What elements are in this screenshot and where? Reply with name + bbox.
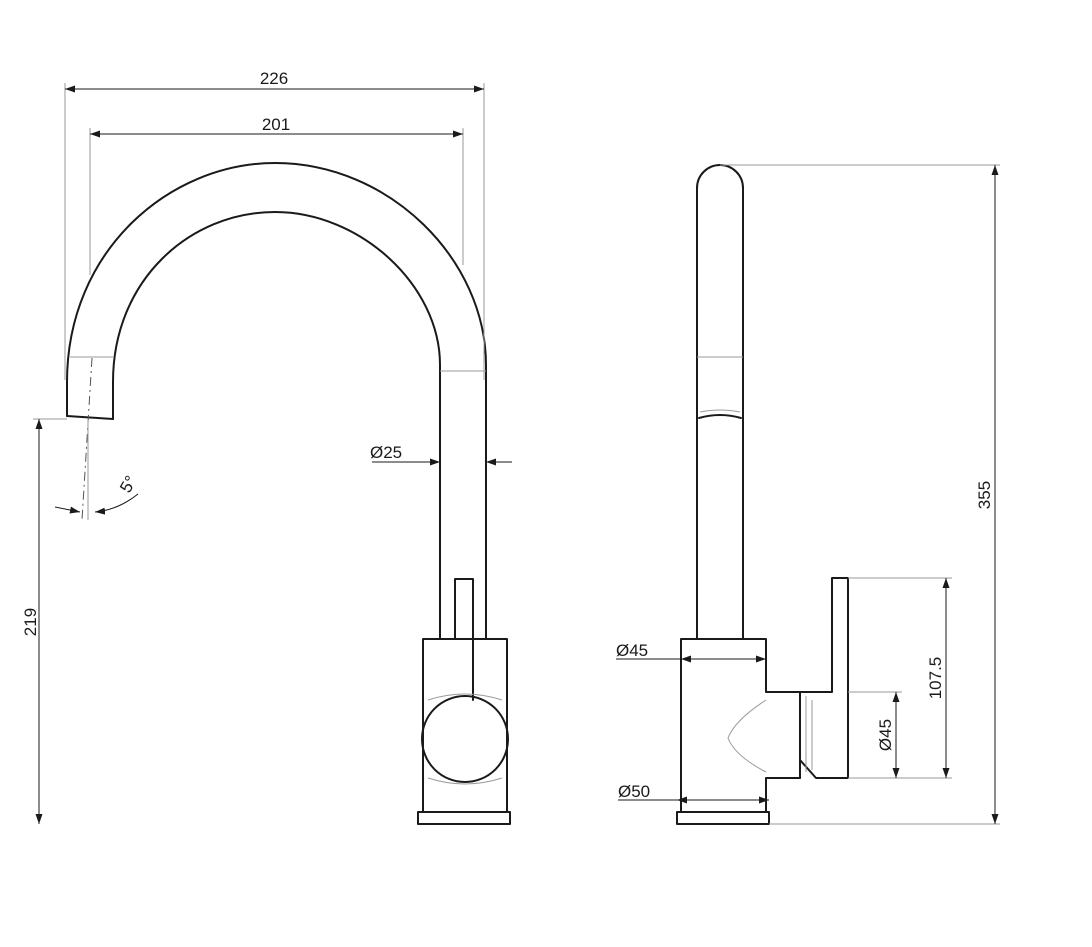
dim-overall-height: 355 xyxy=(720,164,1000,825)
dim-label-base-d50: Ø50 xyxy=(618,782,650,801)
dim-label-5deg: 5° xyxy=(116,472,141,496)
dim-label-body-d45: Ø45 xyxy=(616,641,648,660)
dim-lever-height: 107.5 xyxy=(848,577,952,779)
front-view: 226 201 Ø25 5° 219 xyxy=(21,69,512,825)
side-body xyxy=(676,577,849,825)
dim-label-handle-d45: Ø45 xyxy=(876,719,895,751)
dim-body-diameter: Ø45 xyxy=(616,641,766,663)
dim-label-201: 201 xyxy=(262,115,290,134)
dim-label-107-5: 107.5 xyxy=(926,657,945,700)
dim-base-diameter: Ø50 xyxy=(618,782,769,804)
dim-spout-diameter: Ø25 xyxy=(370,443,512,466)
dim-label-355: 355 xyxy=(975,481,994,509)
dim-label-d25: Ø25 xyxy=(370,443,402,462)
dim-spout-reach: 201 xyxy=(89,115,464,275)
dim-outlet-height: 219 xyxy=(21,418,67,824)
side-view: 355 107.5 Ø45 Ø45 Ø50 xyxy=(616,164,1000,825)
side-spout xyxy=(696,164,744,639)
dim-handle-diameter: Ø45 xyxy=(848,691,902,778)
dim-label-226: 226 xyxy=(260,69,288,88)
dim-overall-width: 226 xyxy=(64,69,485,380)
front-body xyxy=(417,578,511,825)
dim-spout-angle: 5° xyxy=(54,420,141,520)
spout-axis-line xyxy=(81,357,93,521)
front-spout xyxy=(66,162,487,639)
dim-label-219: 219 xyxy=(21,608,40,636)
